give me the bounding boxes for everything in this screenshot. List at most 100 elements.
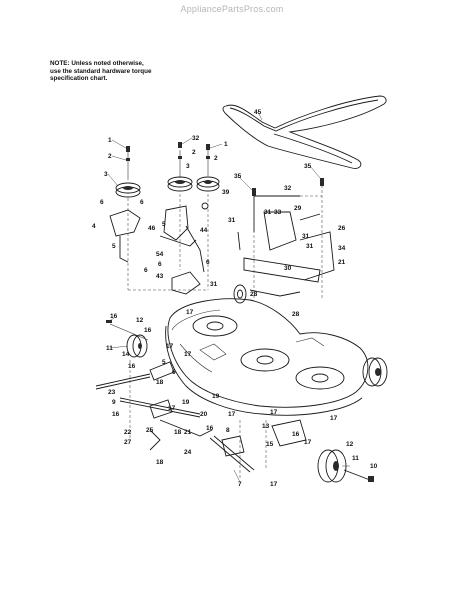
front-wheel-left (106, 320, 149, 358)
lift-linkage (237, 178, 335, 300)
callout-2c: 2 (214, 155, 218, 162)
callout-20: 20 (200, 411, 208, 418)
callout-13: 13 (262, 423, 270, 430)
callout-12b: 12 (346, 441, 354, 448)
callout-39: 39 (222, 189, 230, 196)
callout-17b: 17 (166, 343, 174, 350)
callout-12a: 12 (136, 317, 144, 324)
watermark: AppliancePartsPros.com (180, 4, 284, 14)
callout-15: 15 (266, 441, 274, 448)
callout-27: 27 (124, 439, 132, 446)
callout-43: 43 (156, 273, 164, 280)
callout-6d: 6 (206, 259, 210, 266)
callout-21b: 21 (184, 429, 192, 436)
callout-24: 24 (184, 449, 192, 456)
callout-2b: 2 (192, 149, 196, 156)
callout-25: 25 (146, 427, 154, 434)
mower-deck (165, 298, 369, 416)
callout-29: 29 (294, 205, 302, 212)
callout-5b: 5 (162, 221, 166, 228)
callout-28a: 28 (250, 291, 258, 298)
callout-8: 8 (226, 427, 230, 434)
callout-31b: 31 (264, 209, 272, 216)
callout-33: 33 (274, 209, 282, 216)
callout-16e: 16 (206, 425, 214, 432)
callout-30: 30 (284, 265, 292, 272)
callout-31d: 31 (306, 243, 314, 250)
callout-22: 22 (124, 429, 132, 436)
callout-19a: 19 (182, 399, 190, 406)
callout-6f: 6 (172, 369, 176, 376)
callout-19b: 19 (212, 393, 220, 400)
callout-34: 34 (338, 245, 346, 252)
drive-belt (222, 95, 387, 169)
callout-6c: 6 (158, 261, 162, 268)
callout-17a: 17 (186, 309, 194, 316)
leader-lines (107, 111, 350, 483)
callout-31c: 31 (302, 233, 310, 240)
callout-labels: 45 1 2 3 32 2 3 1 2 39 6 6 4 5 46 5 44 5… (92, 109, 378, 488)
callout-16c: 16 (128, 363, 136, 370)
callout-11a: 11 (106, 345, 113, 352)
callout-16d: 16 (112, 411, 120, 418)
callout-17c: 17 (184, 351, 192, 358)
callout-28b: 28 (292, 311, 300, 318)
callout-32a: 32 (192, 135, 200, 142)
callout-1a: 1 (108, 137, 112, 144)
note-line-3: specification chart. (50, 75, 108, 83)
callout-54: 54 (156, 251, 164, 258)
callout-16a: 16 (110, 313, 118, 320)
callout-46: 46 (148, 225, 156, 232)
callout-45: 45 (254, 109, 262, 116)
callout-1b: 1 (224, 141, 228, 148)
callout-17e: 17 (228, 411, 236, 418)
callout-4: 4 (92, 223, 96, 230)
rear-link-assembly (209, 419, 307, 480)
callout-18c: 18 (174, 429, 182, 436)
front-link-arm (95, 360, 213, 451)
callout-35a: 35 (234, 173, 242, 180)
callout-21a: 21 (338, 259, 346, 266)
pulley-middle (167, 150, 193, 192)
callout-17d: 17 (168, 405, 176, 412)
callout-6e: 6 (144, 267, 148, 274)
callout-14: 14 (122, 351, 130, 358)
callout-3a: 3 (104, 171, 108, 178)
torque-note: NOTE: Unless noted otherwise, use the st… (50, 60, 200, 83)
idler-bracket-assembly (109, 194, 209, 295)
callout-16f: 16 (292, 431, 300, 438)
pulley-right (196, 148, 220, 192)
callout-17h: 17 (304, 439, 312, 446)
rear-wheel-right (317, 449, 374, 483)
callout-18a: 18 (156, 379, 164, 386)
callout-3b: 3 (186, 163, 190, 170)
hardware-bolts-top (126, 142, 210, 210)
callout-31e: 31 (210, 281, 218, 288)
callout-31a: 31 (228, 217, 236, 224)
note-line-2: use the standard hardware torque (50, 67, 152, 75)
pulley-left (115, 150, 141, 198)
callout-7: 7 (238, 481, 242, 488)
callout-10: 10 (370, 463, 378, 470)
callout-17i: 17 (270, 481, 278, 488)
callout-17f: 17 (270, 409, 278, 416)
callout-2a: 2 (108, 153, 112, 160)
callout-16b: 16 (144, 327, 152, 334)
callout-5a: 5 (112, 243, 116, 250)
callout-18b: 18 (156, 459, 164, 466)
callout-32b: 32 (284, 185, 292, 192)
callout-26: 26 (338, 225, 346, 232)
deck-wheel-right (362, 357, 388, 387)
note-line-1: NOTE: Unless noted otherwise, (50, 60, 144, 67)
callout-6b: 6 (140, 199, 144, 206)
callout-5c: 5 (162, 359, 166, 366)
callout-6a: 6 (100, 199, 104, 206)
callout-11b: 11 (352, 455, 359, 462)
deck-wheel-center (233, 284, 247, 304)
callout-17g: 17 (330, 415, 338, 422)
callout-23: 23 (108, 389, 116, 396)
callout-9: 9 (112, 399, 116, 406)
callout-44: 44 (200, 227, 208, 234)
callout-35b: 35 (304, 163, 312, 170)
